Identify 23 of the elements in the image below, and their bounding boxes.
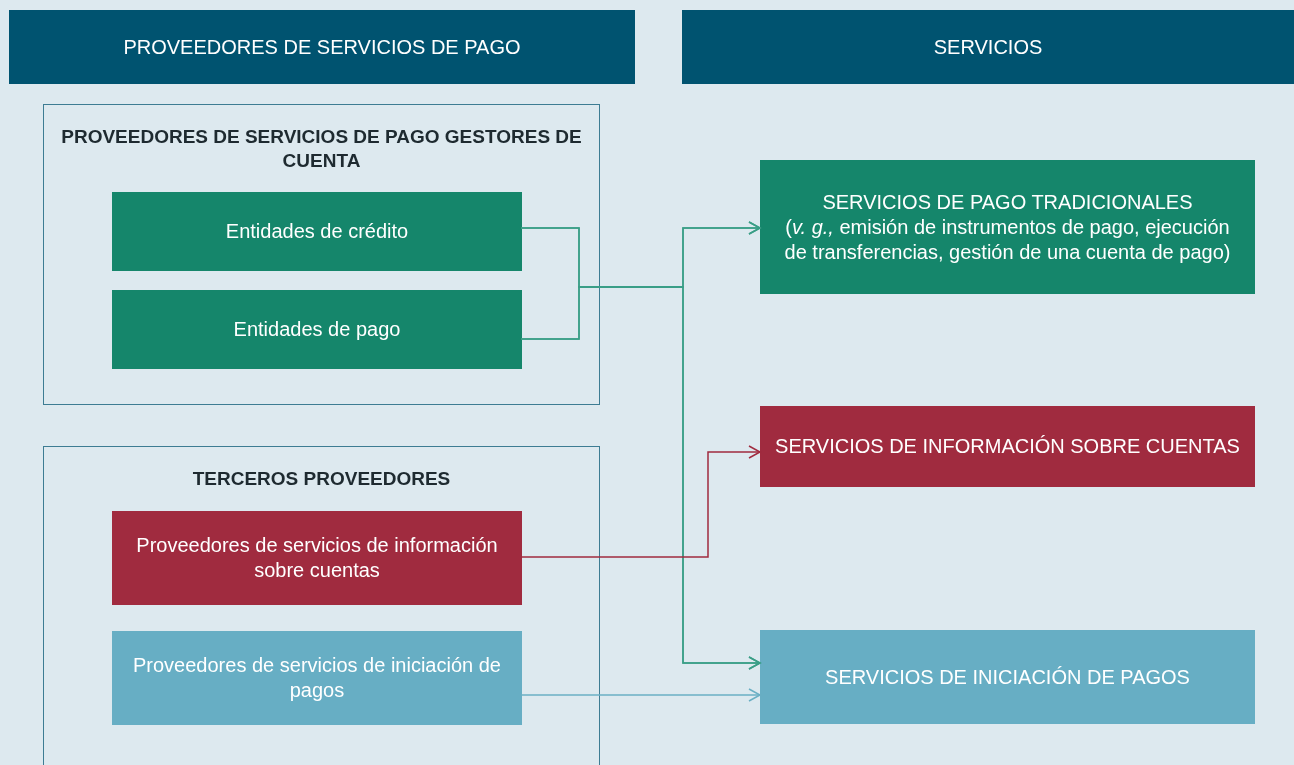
service-box <box>112 631 522 725</box>
box-label: SERVICIOS DE INFORMACIÓN SOBRE CUENTAS <box>775 434 1240 459</box>
group-title: TERCEROS PROVEEDORES <box>192 467 451 491</box>
service-box <box>112 192 522 271</box>
box-label: SERVICIOS DE PAGO TRADICIONALES <box>822 189 1193 215</box>
service-box <box>760 630 1255 724</box>
header-text: SERVICIOS <box>933 34 1043 60</box>
box-label: SERVICIOS DE INICIACIÓN DE PAGOS <box>825 664 1190 690</box>
service-box <box>112 290 522 369</box>
header-text: PROVEEDORES DE SERVICIOS DE PAGO <box>123 34 521 60</box>
box-label: Proveedores de servicios de iniciación de pagos <box>132 653 502 703</box>
service-box <box>112 511 522 605</box>
box-label: Entidades de pago <box>233 317 401 342</box>
service-box <box>760 160 1255 294</box>
group-title: PROVEEDORES DE SERVICIOS DE PAGO GESTORES DE CUENTA <box>60 125 583 173</box>
header-band <box>682 10 1294 84</box>
box-description: (v. g., emisión de instrumentos de pago, ejecución de transferencias, gestión de una cuenta de pago) <box>783 214 1232 265</box>
group-box <box>43 446 600 765</box>
header-band <box>9 10 635 84</box>
box-label: Entidades de crédito <box>225 219 409 244</box>
service-box <box>760 406 1255 487</box>
box-label: Proveedores de servicios de información sobre cuentas <box>135 533 499 583</box>
group-box <box>43 104 600 405</box>
